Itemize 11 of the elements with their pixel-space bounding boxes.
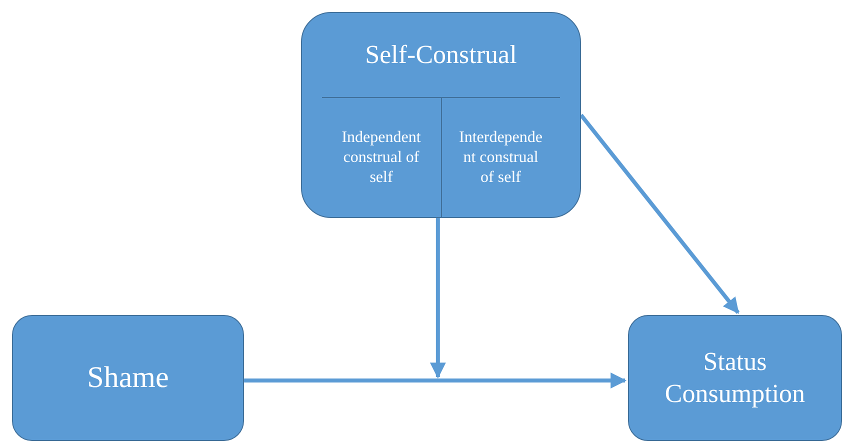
arrow xyxy=(579,114,740,314)
process-box xyxy=(12,315,244,441)
node-label: Shame xyxy=(87,360,169,396)
node-label: Status Consumption xyxy=(664,346,806,410)
arrow xyxy=(244,372,627,389)
node-label: Interdependent construal of self xyxy=(458,128,544,188)
node-label: Independent construal of self xyxy=(340,128,422,188)
arrow xyxy=(430,218,446,379)
group-title: Self-Construal xyxy=(365,38,517,71)
group-box xyxy=(301,12,581,218)
process-box xyxy=(628,315,842,441)
